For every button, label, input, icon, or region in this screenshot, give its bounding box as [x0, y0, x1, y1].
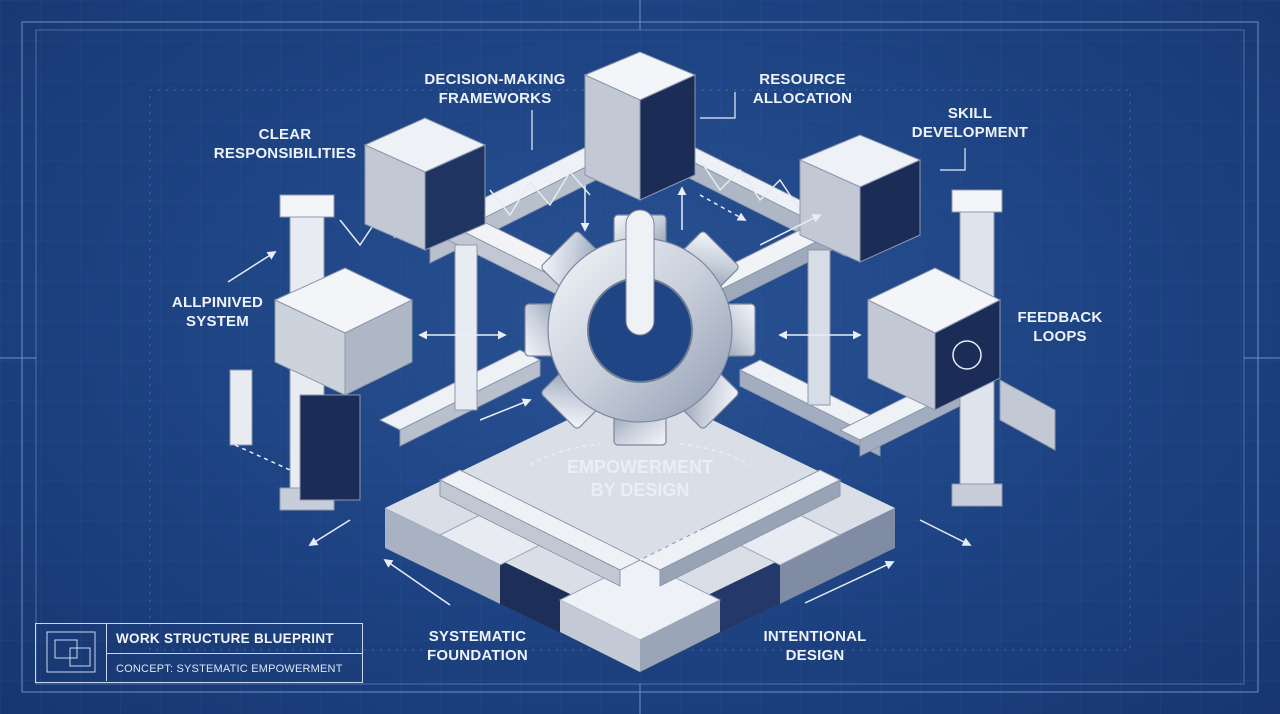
label-line: CLEAR	[258, 126, 312, 143]
title-block-subtitle: CONCEPT: SYSTEMATIC EMPOWERMENT	[116, 663, 343, 675]
label-line: LOOPS	[1033, 328, 1087, 345]
label-line: DESIGN	[785, 647, 845, 664]
label-line: FRAMEWORKS	[438, 90, 552, 107]
label-line: RESPONSIBILITIES	[213, 145, 357, 162]
central-gear	[524, 209, 756, 446]
label-line: INTENTIONAL	[763, 628, 867, 645]
title-block: WORK STRUCTURE BLUEPRINT CONCEPT: SYSTEM…	[35, 623, 363, 683]
label-feedback-loops: FEEDBACK LOOPS	[1005, 308, 1115, 346]
label-line: ALLOCATION	[752, 90, 853, 107]
title-block-title: WORK STRUCTURE BLUEPRINT	[116, 631, 334, 646]
label-line: DEVELOPMENT	[911, 124, 1029, 141]
cube-skill	[798, 134, 922, 263]
label-line: RESOURCE	[759, 71, 846, 88]
label-skill-development: SKILL DEVELOPMENT	[895, 104, 1045, 142]
flow-arrows	[227, 185, 972, 606]
label-line: ALLPINIVED	[171, 294, 264, 311]
label-line: SYSTEM	[186, 313, 249, 330]
label-systematic-foundation: SYSTEMATIC FOUNDATION	[405, 627, 550, 665]
label-line: FEEDBACK	[1017, 309, 1103, 326]
label-decision-making: DECISION-MAKING FRAMEWORKS	[410, 70, 580, 108]
center-label-line: EMPOWERMENT	[567, 457, 713, 477]
cube-decision	[583, 51, 697, 201]
leader-lines	[531, 92, 966, 171]
center-label: EMPOWERMENT BY DESIGN	[520, 456, 760, 502]
title-block-icon-cell	[36, 624, 107, 681]
label-line: DECISION-MAKING	[424, 71, 566, 88]
center-label-line: BY DESIGN	[590, 480, 690, 500]
cube-feedback	[866, 267, 1056, 451]
label-clear-responsibilities: CLEAR RESPONSIBILITIES	[205, 125, 365, 163]
label-aligned-system: ALLPINIVED SYSTEM	[160, 293, 275, 331]
label-intentional-design: INTENTIONAL DESIGN	[745, 627, 885, 665]
label-line: FOUNDATION	[427, 647, 528, 664]
label-line: SKILL	[947, 105, 993, 122]
cube-aligned	[273, 267, 414, 501]
title-block-icon	[46, 631, 96, 673]
base-platform	[385, 385, 895, 672]
label-resource-allocation: RESOURCE ALLOCATION	[735, 70, 870, 108]
label-line: SYSTEMATIC	[428, 628, 527, 645]
title-block-divider	[106, 653, 362, 654]
cube-responsibilities	[363, 117, 487, 251]
